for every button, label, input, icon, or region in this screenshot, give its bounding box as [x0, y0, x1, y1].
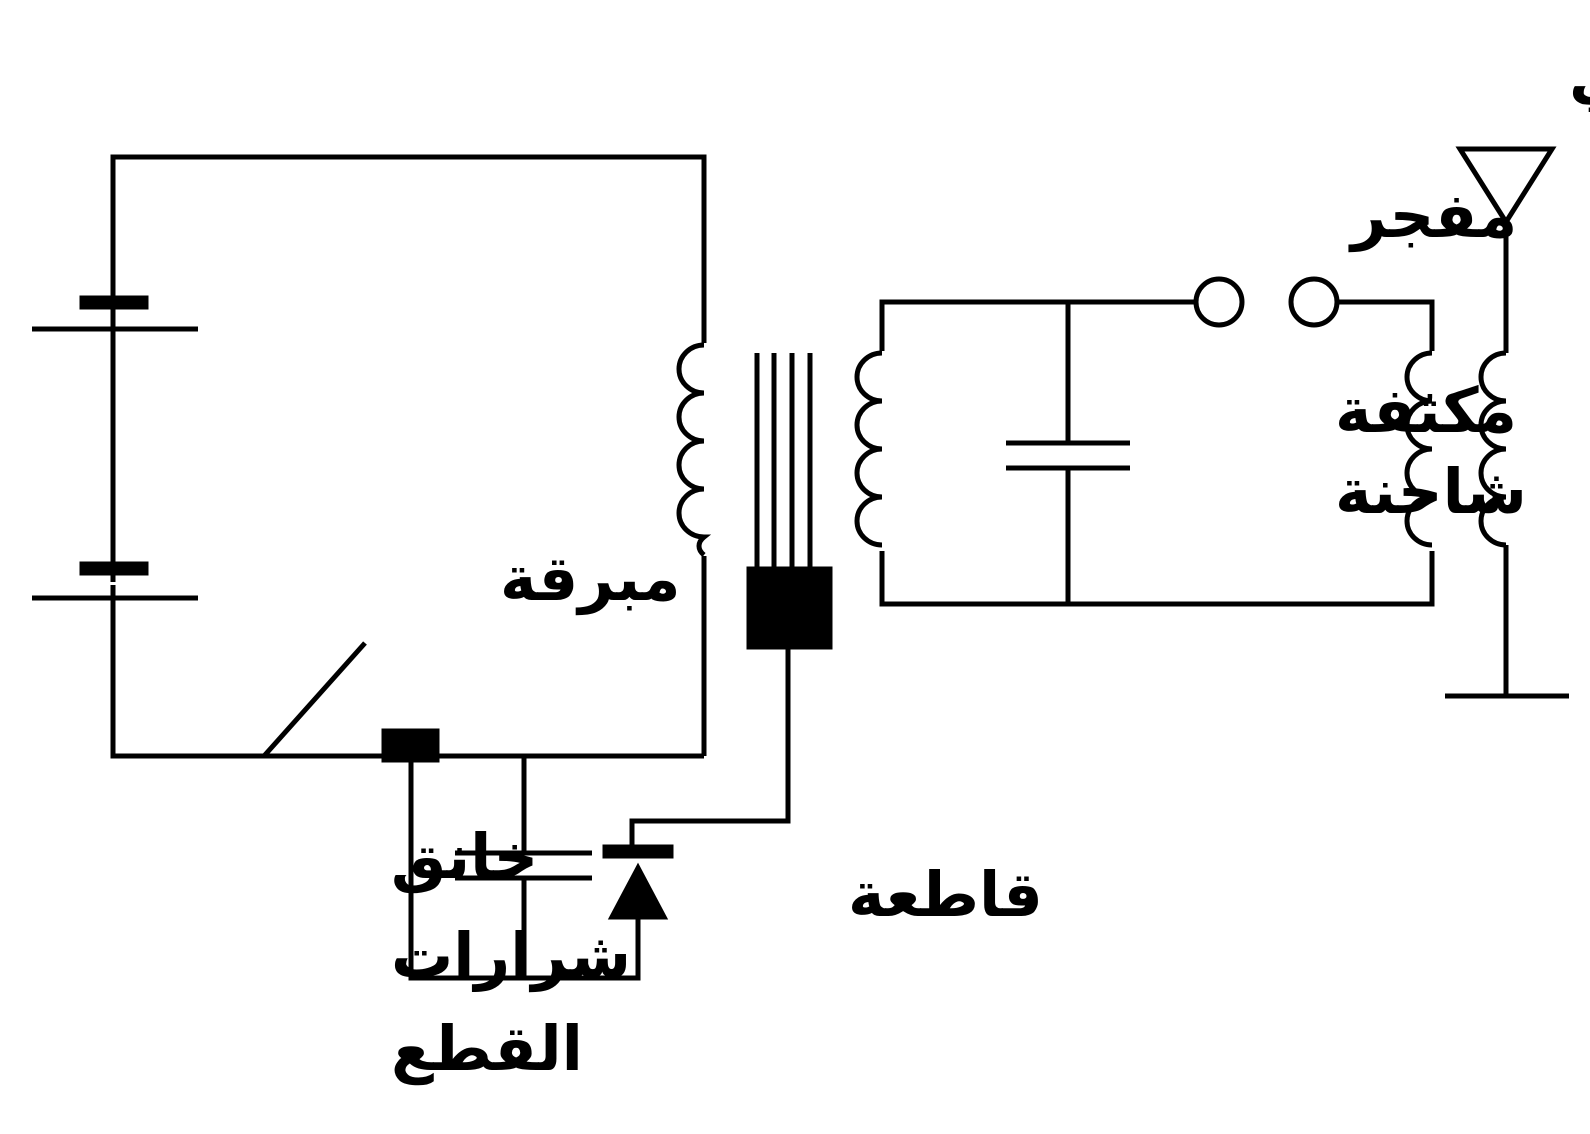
transformer-core: [746, 353, 833, 650]
battery-cell-top-negative: [79, 295, 149, 310]
charging-capacitor-label-line1: مكثفة: [1335, 374, 1517, 447]
primary-circuit: [110, 154, 707, 759]
spark-gap-label: مفجر: [1348, 179, 1517, 252]
interrupter-lead-wire: [629, 649, 791, 845]
primary-coil: [676, 342, 712, 557]
labels: هوائي مفجر مكثفة شاحنة مبرقة قاطعة خانق …: [391, 39, 1590, 1085]
telegraph-key-label: مبرقة: [500, 542, 680, 615]
interrupter-contact-bar: [602, 844, 674, 859]
secondary-top-right-wire: [1339, 299, 1435, 351]
interrupter-label: قاطعة: [848, 858, 1043, 931]
spark-quench-label-line1: خانق: [391, 820, 538, 893]
battery-lower-lead: [110, 585, 264, 759]
secondary-bottom-wire: [879, 551, 1435, 607]
telegraph-key-switch: [262, 641, 367, 758]
spark-gap-right-ball: [1288, 276, 1340, 328]
spark-quench-label-line2: شرارات: [391, 919, 631, 992]
charging-capacitor-label-line2: شاحنة: [1335, 455, 1527, 528]
battery: [32, 295, 198, 601]
secondary-circuit: [854, 276, 1435, 607]
antenna-icon: [1455, 146, 1557, 227]
interrupter-network: [381, 649, 791, 981]
spark-gap-left-ball: [1193, 276, 1245, 328]
spark-quench-label-line3: القطع: [391, 1012, 583, 1085]
coupling-coil: [1404, 350, 1433, 548]
battery-cell-bottom-negative: [79, 561, 149, 576]
interrupter-armature-block: [746, 566, 833, 650]
primary-top-wire: [110, 154, 707, 582]
secondary-coil: [854, 350, 883, 548]
interrupter-contact-triangle: [607, 862, 669, 920]
antenna-circuit: [1445, 146, 1569, 699]
secondary-top-left-wire: [879, 299, 1194, 351]
quench-contact-block: [381, 728, 440, 763]
antenna-coil: [1478, 350, 1507, 548]
antenna-label: هوائي: [1569, 39, 1590, 112]
